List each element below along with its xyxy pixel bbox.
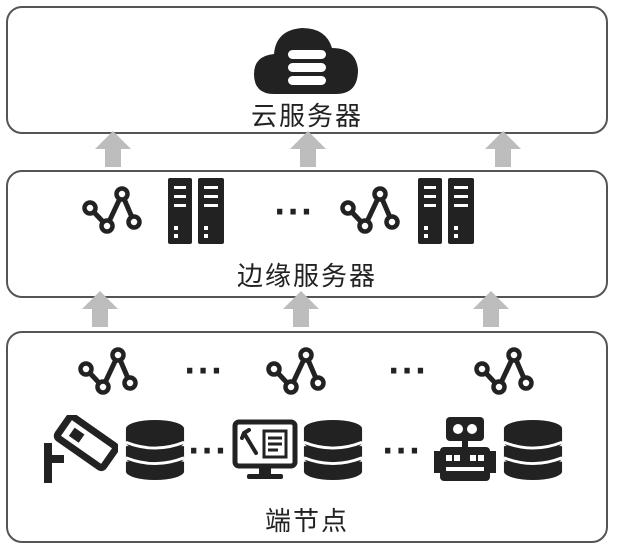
camera-icon [44,415,118,483]
up-arrow-icon [281,288,321,330]
monitor-icon [232,419,298,479]
database-icon [302,419,364,481]
cloud-server-icon [254,28,358,94]
ellipsis: ··· [184,354,225,389]
up-arrow-icon [80,288,120,330]
ellipsis: ··· [382,434,423,469]
network-node-icon [474,347,534,397]
edge-tier-label: 边缘服务器 [236,262,377,292]
server-rack-icon [166,176,226,246]
cloud-tier: 云服务器 [6,6,608,134]
up-arrow-icon [288,128,328,170]
network-node-icon [82,186,142,236]
end-node-tier-label: 端节点 [264,507,349,537]
ellipsis: ··· [274,195,315,230]
up-arrow-icon [93,128,133,170]
network-node-icon [340,186,400,236]
cloud-tier-label: 云服务器 [250,102,363,132]
end-node-tier: ··· ··· ··· ··· 端节点 [6,331,608,543]
up-arrow-icon [471,288,511,330]
server-rack-icon [416,176,476,246]
database-icon [124,419,186,481]
network-node-icon [266,347,326,397]
edge-tier: ··· 边缘服务器 [6,170,608,298]
ellipsis: ··· [188,434,229,469]
up-arrow-icon [483,128,523,170]
robot-icon [434,417,496,481]
network-node-icon [78,347,138,397]
database-icon [502,419,564,481]
ellipsis: ··· [388,354,429,389]
